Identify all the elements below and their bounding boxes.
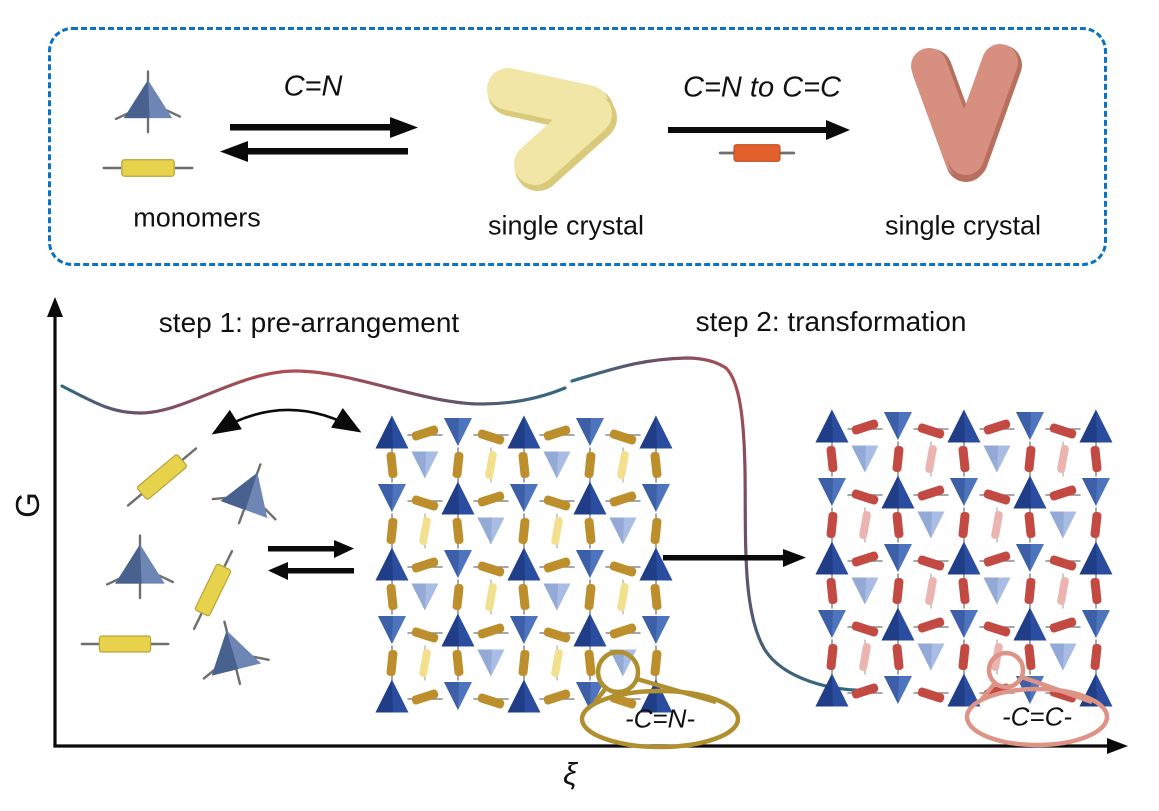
reaction2-label: C=N to C=C <box>683 71 841 104</box>
x-axis-label: ξ <box>563 756 577 791</box>
imine-framework-lattice <box>375 415 673 713</box>
tetrahedron-monomer-icon <box>114 70 182 134</box>
olefin-magnifier <box>964 650 1110 748</box>
olefin-framework-lattice <box>815 409 1113 707</box>
activated-linker-icon <box>718 143 796 163</box>
crystal1-label: single crystal <box>487 210 645 241</box>
equilibrium-arrows-top <box>220 117 418 162</box>
imine-magnifier <box>579 649 741 750</box>
yellow-single-crystal <box>487 68 617 191</box>
transformation-arrow-bottom <box>663 549 806 567</box>
imine-bond-tag: -C=N- <box>624 703 696 734</box>
monomers-label: monomers <box>133 202 261 233</box>
fluctuation-arrow <box>211 407 362 435</box>
reaction1-label: C=N <box>283 70 343 103</box>
axes <box>47 297 1128 754</box>
crystal2-label: single crystal <box>884 210 1042 241</box>
pink-single-crystal <box>911 44 1022 182</box>
transformation-arrow-top <box>668 120 850 140</box>
linker-monomer-icon <box>102 158 194 178</box>
scattered-monomers <box>80 441 293 694</box>
y-axis-label: G <box>9 492 46 518</box>
step1-label: step 1: pre-arrangement <box>158 307 460 338</box>
olefin-bond-tag: -C=C- <box>1001 701 1073 732</box>
scheme-panel-border <box>48 27 1107 266</box>
equilibrium-arrows-bottom <box>268 540 354 580</box>
step2-label: step 2: transformation <box>695 306 967 337</box>
energy-curve <box>60 356 874 692</box>
